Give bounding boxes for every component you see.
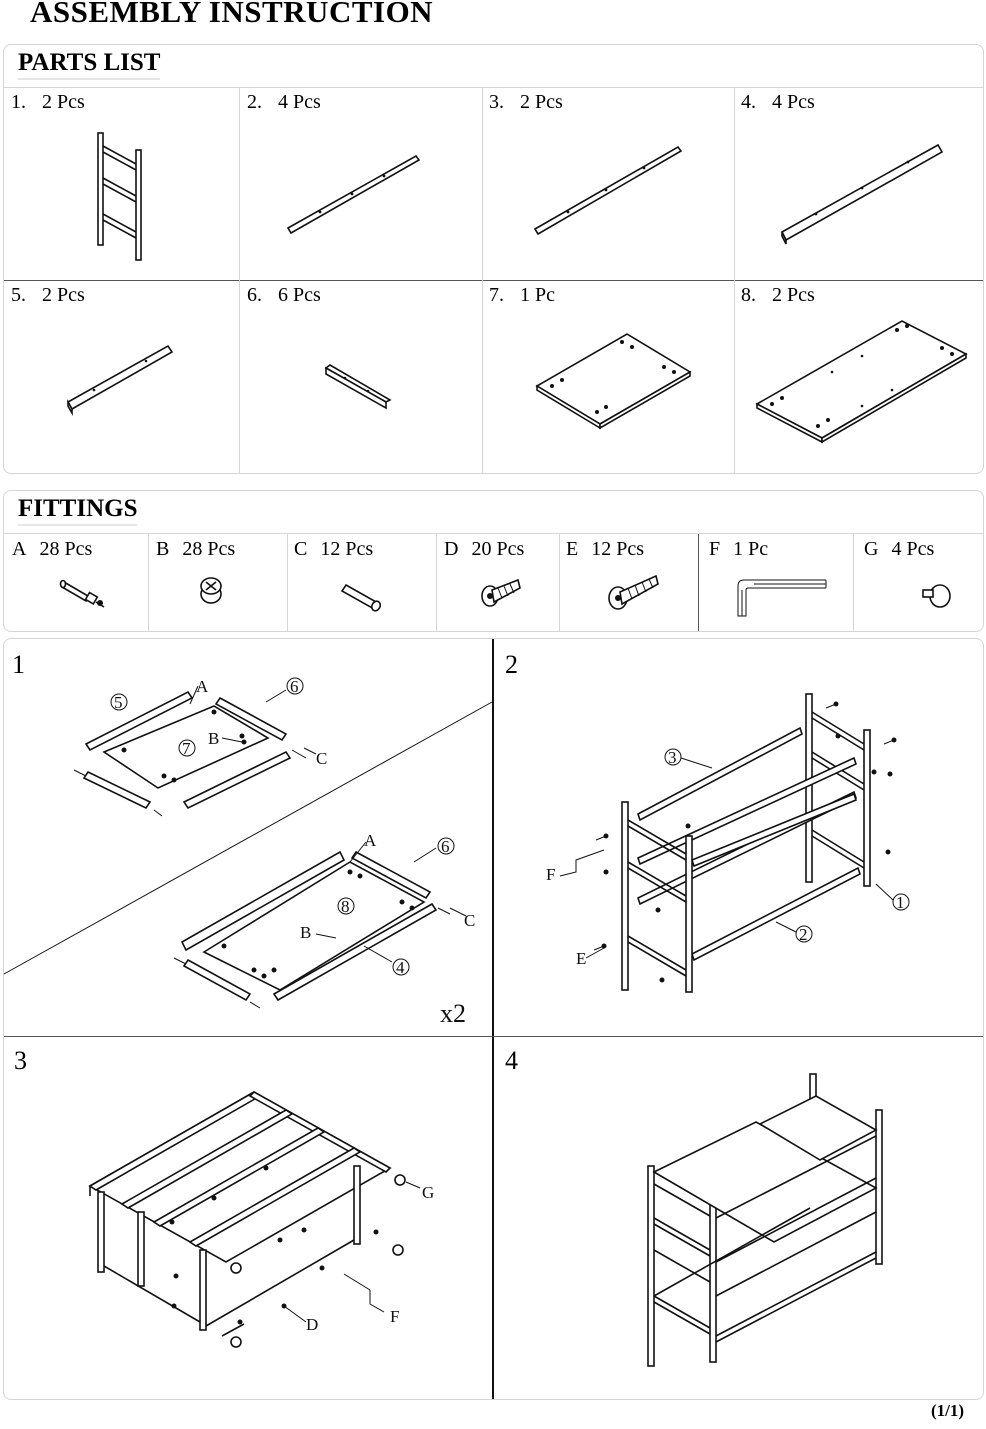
- step-1-callout-7: 7: [182, 739, 191, 758]
- large-panel-icon: [755, 320, 968, 444]
- part-8-label: 8.2 Pcs: [741, 284, 815, 306]
- part-2-label: 2.4 Pcs: [247, 91, 321, 113]
- step-4-diagram: [647, 1073, 883, 1367]
- step-1-callout-5: 5: [114, 693, 123, 712]
- step-1-label-c2: C: [464, 911, 475, 930]
- fittings-heading: FITTINGS: [18, 495, 138, 526]
- dowel-icon: [340, 583, 382, 612]
- step-1-multiplier: x2: [440, 999, 466, 1028]
- long-screw-icon: [608, 574, 659, 610]
- small-panel-icon: [535, 333, 692, 430]
- part-4-label: 4.4 Pcs: [741, 91, 815, 113]
- page-number: (1/1): [930, 1401, 964, 1420]
- step-3-label-f: F: [390, 1307, 399, 1326]
- allen-key-icon: [737, 579, 827, 617]
- step-3-diagram: G D F: [88, 1091, 434, 1348]
- step-2-callout-3: 3: [668, 748, 677, 767]
- short-rail-icon: [66, 344, 174, 417]
- step-3-label-g: G: [422, 1183, 434, 1202]
- step-1-label-b2: B: [300, 923, 311, 942]
- step-4-number: 4: [505, 1046, 518, 1075]
- step-1-label-a2: A: [364, 831, 377, 850]
- step-2-diagram: 3 1 2 F E: [546, 693, 910, 993]
- foot-pad-icon: [922, 584, 951, 608]
- step-3-label-d: D: [306, 1315, 318, 1334]
- short-screw-icon: [481, 578, 521, 607]
- step-1-label-a: A: [196, 677, 209, 696]
- step-1-label-b: B: [208, 729, 219, 748]
- step-2-label-e: E: [576, 949, 586, 968]
- step-1-callout-4: 4: [396, 958, 405, 977]
- step-1-number: 1: [12, 650, 25, 679]
- part-6-label: 6.6 Pcs: [247, 284, 321, 306]
- step-2-callout-1: 1: [896, 893, 905, 912]
- step-2-callout-2: 2: [799, 925, 808, 944]
- step-3-number: 3: [14, 1046, 27, 1075]
- parts-list-heading: PARTS LIST: [18, 49, 161, 80]
- part-7-label: 7.1 Pc: [489, 284, 555, 306]
- bracket-icon: [324, 364, 392, 410]
- cam-lock-icon: [200, 577, 222, 604]
- part-3-label: 3.2 Pcs: [489, 91, 563, 113]
- part-1-label: 1.2 Pcs: [11, 91, 85, 113]
- step-1-diagram: 5 6 7 6 8 4 A B C A B C x2: [3, 677, 493, 1028]
- long-rail-icon: [533, 145, 683, 236]
- step-1-label-c: C: [316, 749, 327, 768]
- ladder-frame-icon: [97, 132, 142, 261]
- step-2-label-f: F: [546, 865, 555, 884]
- parts-list-section: PARTS LIST 1.2 Pcs 2.4 Pcs 3.2 Pcs 4.4 P…: [3, 44, 984, 474]
- wide-rail-icon: [780, 143, 944, 245]
- document-title: ASSEMBLY INSTRUCTION: [30, 0, 434, 29]
- step-1-callout-8: 8: [341, 897, 350, 916]
- step-1-callout-6b: 6: [441, 837, 450, 856]
- step-2-number: 2: [505, 650, 518, 679]
- step-1-callout-6a: 6: [290, 677, 299, 696]
- part-5-label: 5.2 Pcs: [11, 284, 85, 306]
- long-rail-icon: [286, 154, 421, 235]
- bolt-icon: [59, 579, 105, 608]
